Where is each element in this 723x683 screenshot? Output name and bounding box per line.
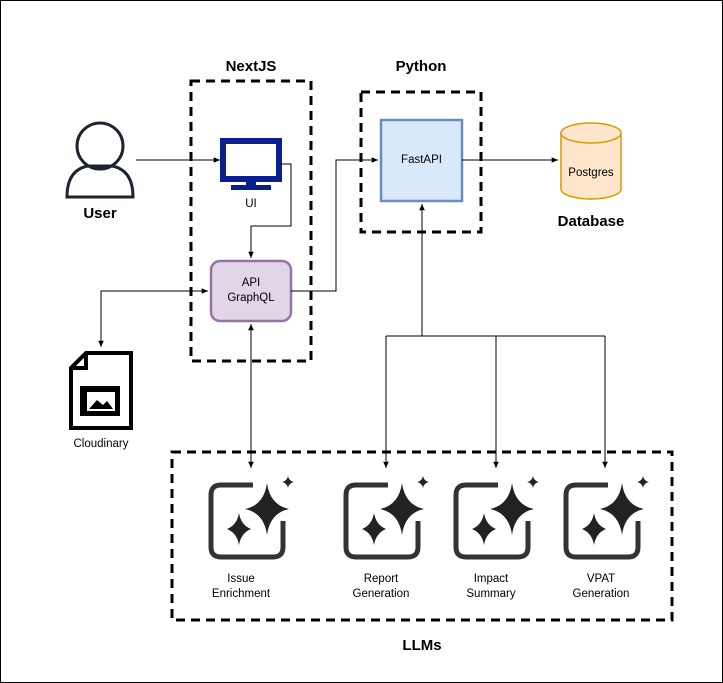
nextjs-group-box (189, 79, 313, 363)
nextjs-group-label: NextJS (225, 58, 277, 75)
ui-label: UI (245, 198, 257, 210)
impact-summary-label: Impact Summary (446, 572, 536, 602)
postgres-label: Postgres (568, 166, 614, 179)
edge-ui-api (248, 163, 292, 258)
vpat-generation-line1: VPAT (586, 573, 616, 585)
api-label-line2: GraphQL (227, 292, 275, 304)
database-label: Database (557, 213, 625, 230)
cloudinary-label: Cloudinary (73, 438, 129, 450)
vpat-generation-icon (566, 476, 649, 557)
issue-enrichment-icon (211, 476, 294, 557)
issue-enrichment-line2: Enrichment (211, 588, 271, 600)
report-generation-line2: Generation (352, 588, 410, 600)
vpat-generation-line2: Generation (572, 588, 630, 600)
issue-enrichment-line1: Issue (227, 573, 255, 585)
llms-group-box (170, 450, 674, 622)
api-label-line1: API (241, 277, 261, 289)
edge-api-fastapi (291, 157, 378, 292)
monitor-icon (220, 138, 282, 190)
report-generation-label: Report Generation (336, 572, 426, 602)
fastapi-node[interactable] (379, 118, 464, 203)
image-file-icon (69, 351, 133, 430)
postgres-node[interactable] (560, 122, 622, 200)
llms-group-label: LLMs (402, 637, 442, 654)
report-generation-line1: Report (363, 573, 399, 585)
impact-summary-icon (456, 476, 539, 557)
issue-enrichment-label: Issue Enrichment (196, 572, 286, 602)
api-graphql-label: API GraphQL (211, 261, 291, 321)
user-icon (65, 121, 135, 199)
report-generation-icon (346, 476, 429, 557)
vpat-generation-label: VPAT Generation (556, 572, 646, 602)
impact-summary-line2: Summary (466, 588, 516, 600)
user-label: User (83, 205, 117, 222)
impact-summary-line1: Impact (473, 573, 509, 585)
edge-api-cloudinary (98, 288, 208, 347)
fastapi-label: FastAPI (401, 154, 442, 166)
python-group-label: Python (395, 58, 447, 75)
python-group-box (359, 90, 483, 234)
